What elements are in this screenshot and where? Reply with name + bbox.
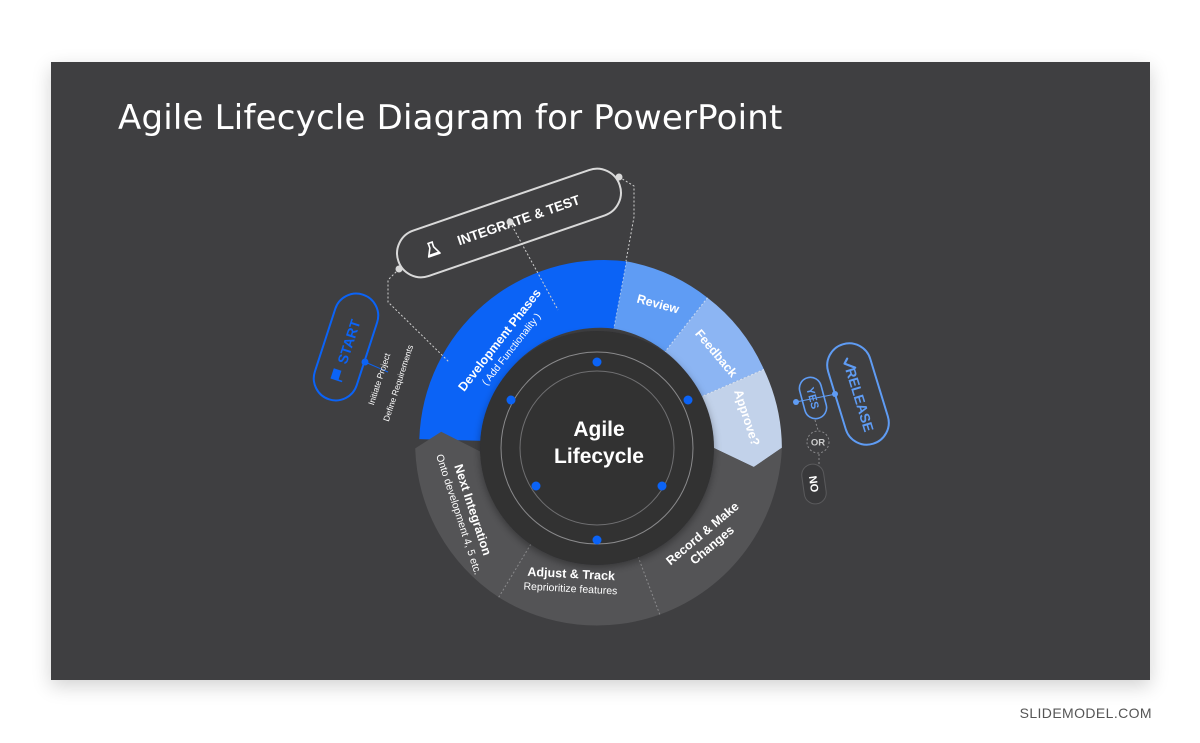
connector-line [387,268,450,363]
segment-feedback [665,297,764,397]
yes-pill-shape [798,376,828,420]
segment-record [635,446,782,615]
adjust-sublabel: Reprioritize features [523,581,617,598]
flag-icon [330,368,343,383]
or-label: OR [811,438,825,449]
integrate-test-pill-shape [396,167,622,279]
orbit-dot [592,357,602,367]
inner-hub [480,331,714,565]
segment-development [419,260,627,441]
start-label: START [334,317,363,366]
no-label: NO [806,475,820,493]
separator-line [635,550,661,615]
adjust-label: Adjust & Track [527,565,615,584]
watermark: SLIDEMODEL.COM [1019,705,1152,721]
center-title-line2: Lifecycle [554,445,644,468]
yes-connector-node [793,399,799,405]
start-connector [364,361,389,373]
or-bubble: OR [806,430,830,454]
orbit-dot [683,395,693,405]
connector-line [618,176,635,262]
orbit-dot [506,395,516,405]
orbit-ring-inner [519,370,675,526]
separator-line [700,368,765,398]
separator-line [664,297,708,352]
slide: Agile Lifecycle Diagram for PowerPoint [51,62,1150,680]
flask-icon [427,241,441,258]
no-pill: NO [801,463,827,505]
separator-line [613,261,627,329]
orbit-dot [657,481,667,491]
segment-review [613,261,708,352]
integrate-test-connectors [387,176,635,363]
orbit-dot [531,481,541,491]
agile-lifecycle-diagram: Agile Lifecycle Development Phases ( Add… [312,167,890,626]
yes-label: YES [803,386,820,410]
slide-title: Agile Lifecycle Diagram for PowerPoint [118,98,783,138]
yes-pill: YES [798,376,828,420]
release-label: RELEASE [842,366,877,434]
check-icon [843,357,857,369]
separator-line [498,538,535,598]
connector-line [509,221,559,311]
orbit-dot [592,535,602,545]
connector-node [615,173,623,181]
decision-connector [814,419,819,431]
orbit-dots [506,357,693,545]
segment-next [415,431,534,598]
segment-approve [700,369,782,467]
connector-node [506,218,514,226]
connector-node [395,265,403,273]
start-pill-shape [312,292,380,402]
center-title-line1: Agile [573,418,624,441]
integrate-test-label: INTEGRATE & TEST [455,192,582,248]
release-pill-shape [826,342,890,446]
no-pill-shape [801,463,827,505]
start-connector-node [361,358,369,366]
adjust-label-group: Adjust & Track Reprioritize features [523,565,617,598]
yes-connector-node [832,391,838,397]
or-bubble-shape [806,430,830,454]
